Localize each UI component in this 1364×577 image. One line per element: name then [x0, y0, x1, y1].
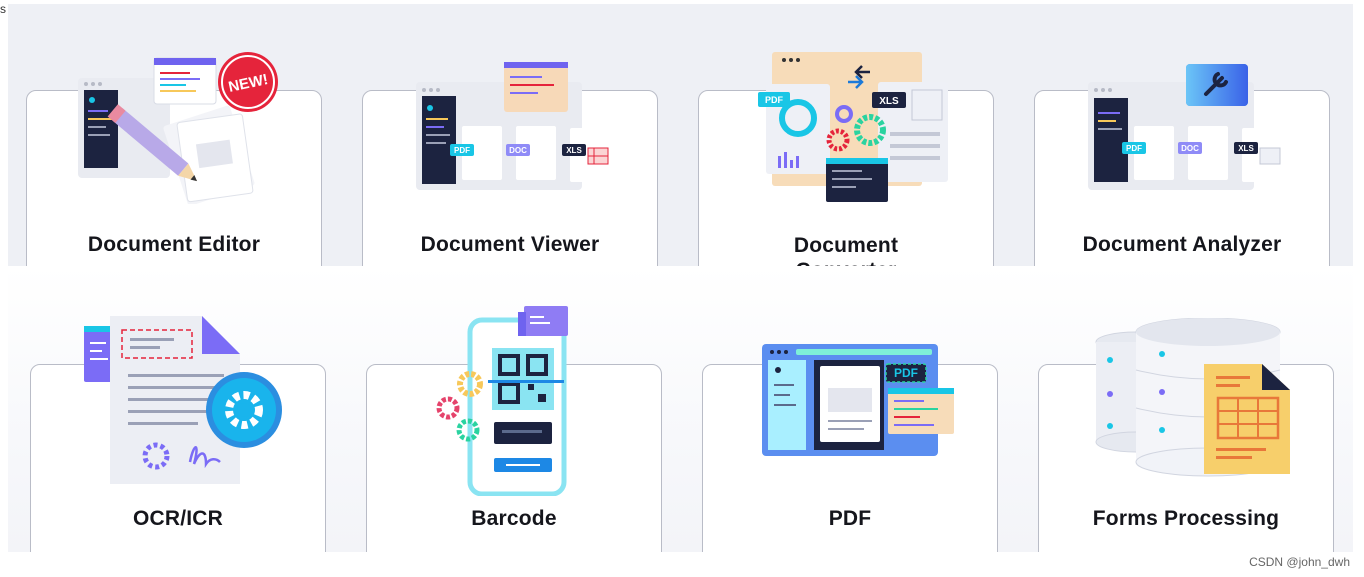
- svg-text:XLS: XLS: [566, 146, 582, 155]
- document-editor-illustration: NEW!: [78, 52, 278, 204]
- svg-text:DOC: DOC: [509, 146, 527, 155]
- product-row-top: Document Editor NEW! Document Viewer: [8, 4, 1353, 266]
- document-converter-illustration: PDF XLS: [758, 52, 948, 202]
- barcode-illustration: [436, 306, 568, 496]
- svg-text:PDF: PDF: [765, 95, 784, 105]
- document-analyzer-illustration: PDF DOC XLS: [1088, 64, 1284, 190]
- ocr-icr-illustration: [84, 316, 282, 484]
- pdf-illustration: PDF: [762, 344, 954, 456]
- svg-text:XLS: XLS: [1238, 144, 1254, 153]
- svg-text:PDF: PDF: [1126, 144, 1142, 153]
- card-title: OCR/ICR: [132, 507, 224, 530]
- svg-text:PDF: PDF: [454, 146, 470, 155]
- forms-processing-illustration: [1095, 318, 1290, 477]
- card-title: Document Analyzer: [1082, 233, 1282, 256]
- card-title: Document Editor: [87, 233, 261, 256]
- card-title: Barcode: [471, 507, 557, 530]
- svg-text:DOC: DOC: [1181, 144, 1199, 153]
- product-card-document-editor[interactable]: Document Editor: [26, 90, 322, 266]
- card-title: Document Viewer: [420, 233, 600, 256]
- watermark: CSDN @john_dwh: [1249, 555, 1350, 569]
- card-title: Forms Processing: [1092, 507, 1280, 530]
- card-title: PDF: [828, 507, 872, 530]
- svg-text:XLS: XLS: [879, 96, 899, 107]
- card-title: Document Converter: [793, 234, 899, 266]
- corner-text: s: [0, 2, 6, 16]
- svg-text:PDF: PDF: [894, 366, 918, 380]
- document-viewer-illustration: PDF DOC XLS: [416, 62, 610, 190]
- product-row-bottom: OCR/ICR Barcode: [8, 266, 1353, 552]
